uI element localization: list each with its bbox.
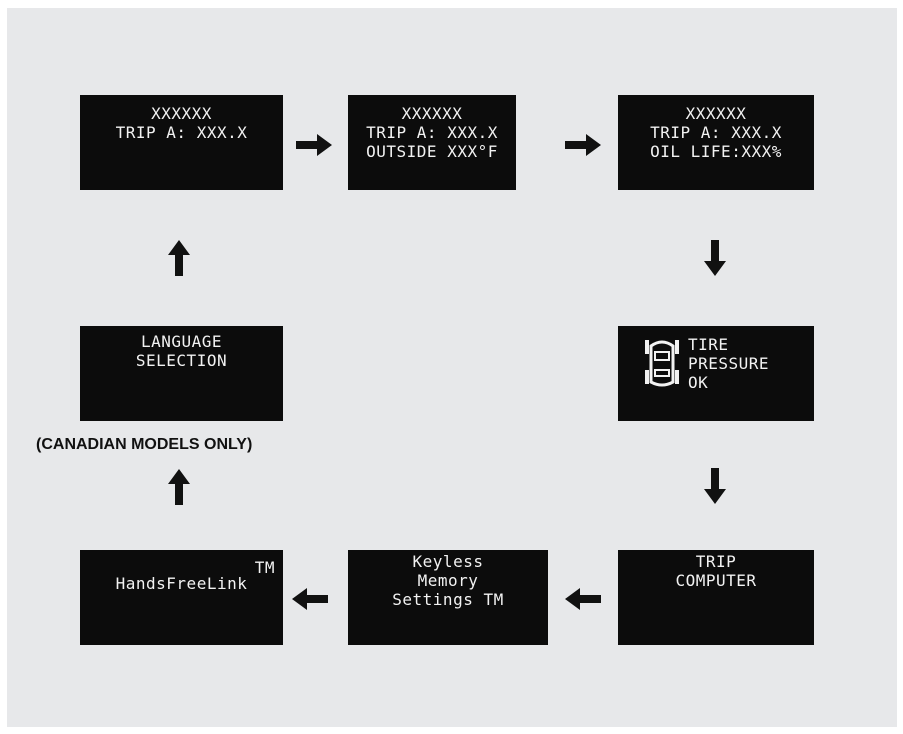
screen-keyless-memory: Keyless Memory Settings TM <box>348 550 548 645</box>
screen-line: OK <box>688 373 709 392</box>
diagram-panel: XXXXXX TRIP A: XXX.X XXXXXX TRIP A: XXX.… <box>7 8 897 727</box>
screen-line: SELECTION <box>135 351 228 370</box>
arrow-right-icon <box>565 134 601 156</box>
screen-line: PRESSURE <box>688 354 770 373</box>
screen-line: XXXXXX <box>401 104 463 123</box>
screen-line: TRIP A: XXX.X <box>366 123 498 142</box>
arrow-down-icon <box>704 468 726 504</box>
screen-line: XXXXXX <box>685 104 747 123</box>
arrow-up-icon <box>168 469 190 505</box>
screen-line: OIL LIFE:XXX% <box>650 142 782 161</box>
screen-line: TIRE <box>688 335 729 354</box>
screen-line: TRIP <box>695 552 737 571</box>
screen-trip-oil: XXXXXX TRIP A: XXX.X OIL LIFE:XXX% <box>618 95 814 190</box>
tire-pressure-text: TIRE PRESSURE OK <box>688 335 769 392</box>
screen-line: Keyless <box>412 552 484 571</box>
trademark-mark: TM <box>254 558 275 577</box>
screen-line: COMPUTER <box>675 571 757 590</box>
screen-line: LANGUAGE <box>140 332 223 351</box>
screen-line: XXXXXX <box>151 104 212 123</box>
canadian-models-note: (CANADIAN MODELS ONLY) <box>36 436 253 453</box>
tire-pressure-car-icon <box>645 340 679 387</box>
screen-trip-computer: TRIP COMPUTER <box>618 550 814 645</box>
arrow-down-icon <box>704 240 726 276</box>
screen-tire-pressure: TIRE PRESSURE OK <box>618 326 814 421</box>
arrow-left-icon <box>565 588 601 610</box>
screen-line: OUTSIDE XXX°F <box>366 142 498 161</box>
arrow-right-icon <box>296 134 332 156</box>
screen-line: TRIP A: XXX.X <box>115 123 248 142</box>
arrow-left-icon <box>292 588 328 610</box>
screen-line: Settings TM <box>392 590 504 609</box>
screen-trip-outside: XXXXXX TRIP A: XXX.X OUTSIDE XXX°F <box>348 95 516 190</box>
arrow-up-icon <box>168 240 190 276</box>
screen-handsfreelink: TM HandsFreeLink <box>80 550 283 645</box>
screen-trip-a: XXXXXX TRIP A: XXX.X <box>80 95 283 190</box>
screen-line: TRIP A: XXX.X <box>650 123 782 142</box>
screen-language-selection: LANGUAGE SELECTION <box>80 326 283 421</box>
screen-line: Memory <box>417 571 479 590</box>
screen-line: HandsFreeLink <box>115 574 248 593</box>
